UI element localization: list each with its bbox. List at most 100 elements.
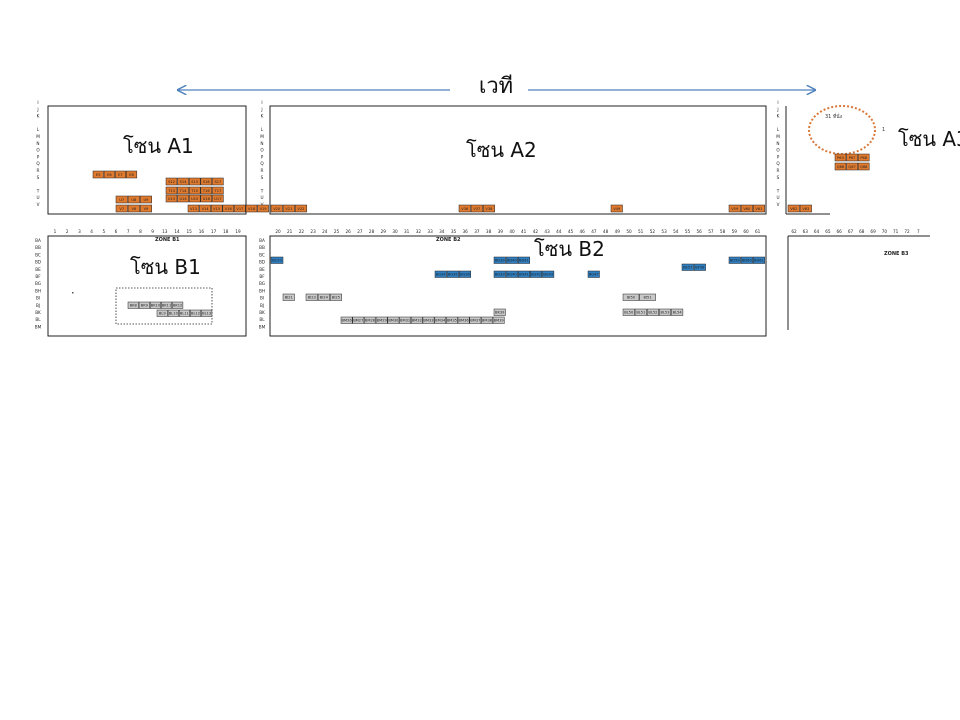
seat-e6[interactable]	[103, 170, 115, 179]
seat-bg43[interactable]	[542, 270, 555, 278]
seat-v62[interactable]	[787, 204, 800, 213]
seat-bi23[interactable]	[305, 293, 318, 301]
seat-bm35[interactable]	[446, 316, 458, 324]
seat-v14[interactable]	[199, 204, 211, 213]
seat-bm29[interactable]	[375, 316, 388, 324]
seat-bl51[interactable]	[634, 308, 647, 316]
seat-u16[interactable]	[200, 194, 213, 203]
seat-bl12[interactable]	[190, 309, 202, 317]
seat-p67[interactable]	[846, 153, 858, 162]
seat-bl50[interactable]	[622, 308, 635, 316]
seat-v15[interactable]	[210, 204, 223, 213]
seat-bd61[interactable]	[752, 256, 765, 264]
seat-s14[interactable]	[177, 177, 189, 186]
seat-bi50[interactable]	[622, 293, 640, 301]
seat-v36[interactable]	[458, 204, 471, 213]
seat-bk10[interactable]	[149, 301, 161, 309]
seat-bm33[interactable]	[422, 316, 435, 324]
seat-u8[interactable]	[127, 195, 140, 204]
seat-v17[interactable]	[234, 204, 246, 213]
seat-t14[interactable]	[177, 186, 189, 195]
seat-v8[interactable]	[127, 204, 140, 213]
seat-v49[interactable]	[610, 204, 623, 213]
seat-bd39[interactable]	[493, 256, 506, 264]
seat-v38[interactable]	[482, 204, 495, 213]
seat-v20[interactable]	[270, 204, 283, 213]
seat-v18[interactable]	[245, 204, 258, 213]
seat-bm38[interactable]	[481, 316, 493, 324]
seat-u13[interactable]	[165, 194, 178, 203]
seat-bk12[interactable]	[172, 301, 184, 309]
seat-bm34[interactable]	[434, 316, 447, 324]
seat-bg40[interactable]	[505, 270, 518, 278]
seat-p63[interactable]	[834, 153, 847, 162]
seat-bk8[interactable]	[127, 301, 139, 309]
seat-q66[interactable]	[834, 162, 847, 171]
seat-t17[interactable]	[212, 186, 224, 195]
seat-bk9[interactable]	[138, 301, 150, 309]
seat-s17[interactable]	[212, 177, 224, 186]
seat-v60[interactable]	[740, 204, 753, 213]
seat-bl54[interactable]	[671, 308, 684, 316]
seat-bm32[interactable]	[410, 316, 423, 324]
seat-bg47[interactable]	[587, 270, 600, 278]
seat-q68[interactable]	[857, 162, 870, 171]
seat-bi24[interactable]	[317, 293, 330, 301]
seat-bm36[interactable]	[457, 316, 470, 324]
seat-bm30[interactable]	[387, 316, 400, 324]
seat-e8[interactable]	[126, 170, 138, 179]
seat-bg41[interactable]	[517, 270, 530, 278]
seat-bd40[interactable]	[505, 256, 518, 264]
seat-bk11[interactable]	[161, 301, 173, 309]
seat-bl10[interactable]	[167, 309, 179, 317]
seat-v16[interactable]	[222, 204, 235, 213]
seat-t16[interactable]	[200, 186, 213, 195]
seat-bl52[interactable]	[646, 308, 659, 316]
seat-bg35[interactable]	[446, 270, 459, 278]
seat-u14[interactable]	[177, 194, 189, 203]
seat-bl9[interactable]	[156, 309, 168, 317]
seat-bm26[interactable]	[340, 316, 353, 324]
seat-bk39[interactable]	[493, 308, 506, 316]
seat-v22[interactable]	[294, 204, 307, 213]
seat-v21[interactable]	[282, 204, 295, 213]
seat-bl11[interactable]	[178, 309, 190, 317]
seat-bf58[interactable]	[693, 263, 706, 271]
seat-v19[interactable]	[257, 204, 269, 213]
seat-t15[interactable]	[188, 186, 201, 195]
seat-v63[interactable]	[799, 204, 812, 213]
seat-bi51[interactable]	[639, 293, 656, 301]
seat-v13[interactable]	[187, 204, 200, 213]
seat-s16[interactable]	[200, 177, 213, 186]
seat-e5[interactable]	[92, 170, 104, 179]
seat-v59[interactable]	[728, 204, 741, 213]
seat-bg39[interactable]	[493, 270, 506, 278]
seat-bi21[interactable]	[282, 293, 295, 301]
seat-bm37[interactable]	[469, 316, 482, 324]
seat-u7[interactable]	[115, 195, 128, 204]
seat-u15[interactable]	[188, 194, 201, 203]
seat-t13[interactable]	[165, 186, 178, 195]
seat-u17[interactable]	[212, 194, 224, 203]
seat-bg36[interactable]	[458, 270, 471, 278]
seat-bd60[interactable]	[740, 256, 753, 264]
seat-v61[interactable]	[752, 204, 765, 213]
seat-bm27[interactable]	[352, 316, 365, 324]
seat-v7[interactable]	[115, 204, 128, 213]
seat-s15[interactable]	[188, 177, 201, 186]
seat-v9[interactable]	[139, 204, 152, 213]
seat-bl13[interactable]	[201, 309, 213, 317]
seat-v37[interactable]	[470, 204, 483, 213]
seat-bm39[interactable]	[492, 316, 505, 324]
seat-bg42[interactable]	[530, 270, 543, 278]
seat-bd59[interactable]	[728, 256, 741, 264]
seat-bm28[interactable]	[364, 316, 376, 324]
seat-bd41[interactable]	[517, 256, 530, 264]
seat-q67[interactable]	[846, 162, 858, 171]
seat-p68[interactable]	[857, 153, 870, 162]
seat-bc20[interactable]	[270, 256, 284, 264]
seat-bi25[interactable]	[329, 293, 342, 301]
seat-bl53[interactable]	[659, 308, 672, 316]
seat-be57[interactable]	[681, 263, 694, 271]
seat-s12[interactable]	[165, 177, 178, 186]
